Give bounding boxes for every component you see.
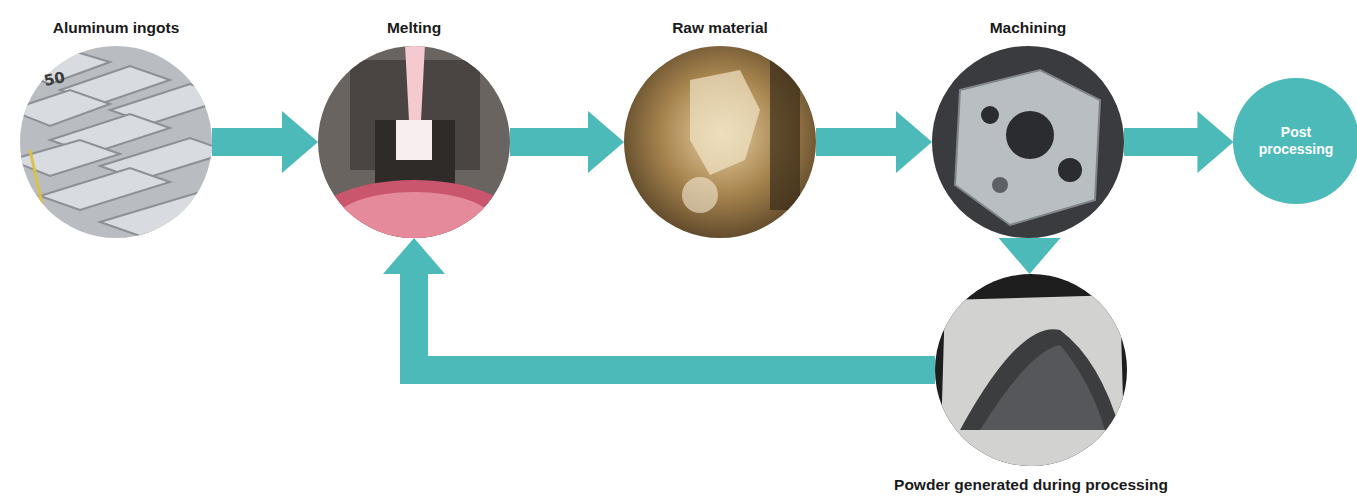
circle-content: Post processing xyxy=(1233,78,1357,203)
powder-circle: Powder generated during processing xyxy=(935,274,1127,466)
flow-arrow xyxy=(212,111,318,173)
flow-arrow xyxy=(999,238,1061,274)
raw-material-circle: Raw material xyxy=(624,46,816,238)
arrow-head xyxy=(999,238,1061,274)
flow-arrow xyxy=(383,238,935,370)
arrow-head xyxy=(383,238,445,274)
step-heading: Raw material xyxy=(672,19,768,37)
step-heading: Machining xyxy=(990,19,1067,37)
arrow-shaft xyxy=(816,128,897,156)
arrow-shaft xyxy=(510,128,589,156)
powder-photo xyxy=(934,272,1134,472)
ingots-photo xyxy=(10,44,240,244)
arrow-shaft xyxy=(212,128,283,156)
step-heading: Aluminum ingots xyxy=(53,19,180,37)
arrow-head xyxy=(896,111,932,173)
machining-circle: Machining xyxy=(932,46,1124,238)
arrow-head xyxy=(282,111,318,173)
node-text: Post processing xyxy=(1233,124,1357,158)
step-heading: Melting xyxy=(387,19,441,37)
flow-arrow xyxy=(510,111,624,173)
arrow-head xyxy=(1197,111,1233,173)
raw-material-photo xyxy=(622,44,822,244)
arrow-shaft xyxy=(414,273,935,370)
post-processing-circle: Post processing xyxy=(1233,78,1357,203)
melting-circle: Melting xyxy=(318,46,510,238)
melting-photo xyxy=(304,44,524,280)
ingot-marking: 50 xyxy=(42,68,66,90)
arrow-shaft xyxy=(1124,128,1198,156)
flow-arrow xyxy=(1124,111,1233,173)
arrow-head xyxy=(588,111,624,173)
step-heading: Powder generated during processing xyxy=(894,476,1168,494)
machining-photo xyxy=(930,44,1130,244)
flow-arrow xyxy=(816,111,932,173)
